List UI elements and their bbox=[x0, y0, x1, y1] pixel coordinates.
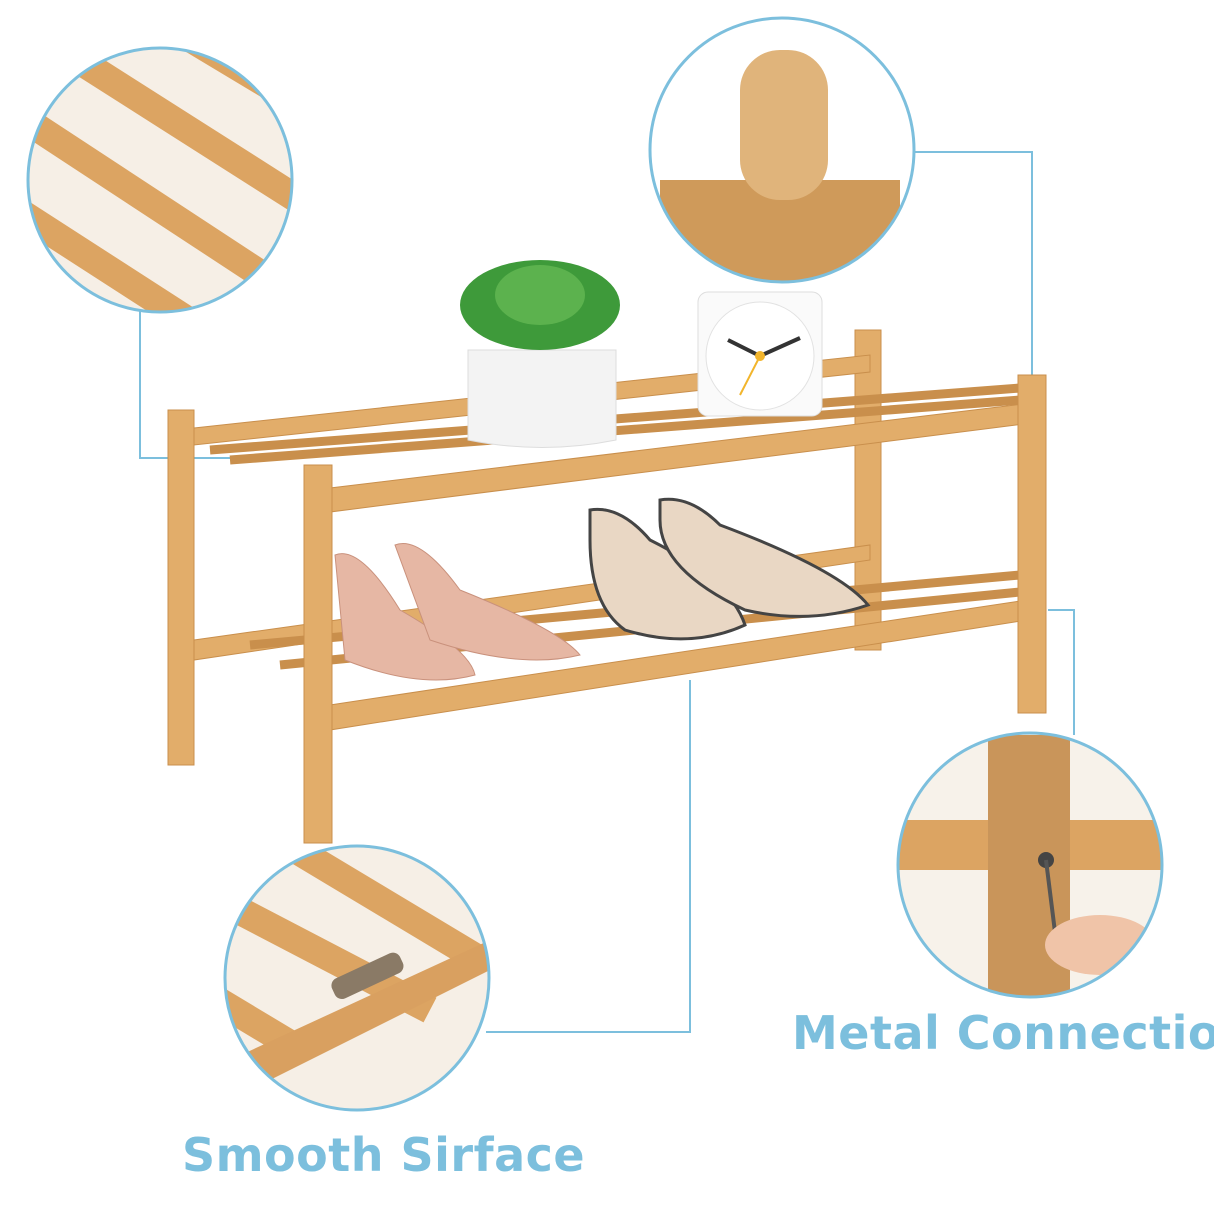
detail-slats-top bbox=[28, 48, 292, 312]
smooth-surface-label: Smooth Sirface bbox=[182, 1128, 586, 1182]
metal-connection-label: Metal Connection bbox=[792, 1006, 1214, 1060]
potted-succulent bbox=[460, 260, 620, 448]
detail-post-joint bbox=[650, 18, 914, 282]
detail-smooth-surface bbox=[225, 846, 489, 1110]
callout-lines bbox=[139, 151, 1075, 1033]
detail-metal-connection bbox=[898, 733, 1162, 997]
alarm-clock bbox=[697, 291, 823, 417]
shoes bbox=[334, 497, 871, 681]
